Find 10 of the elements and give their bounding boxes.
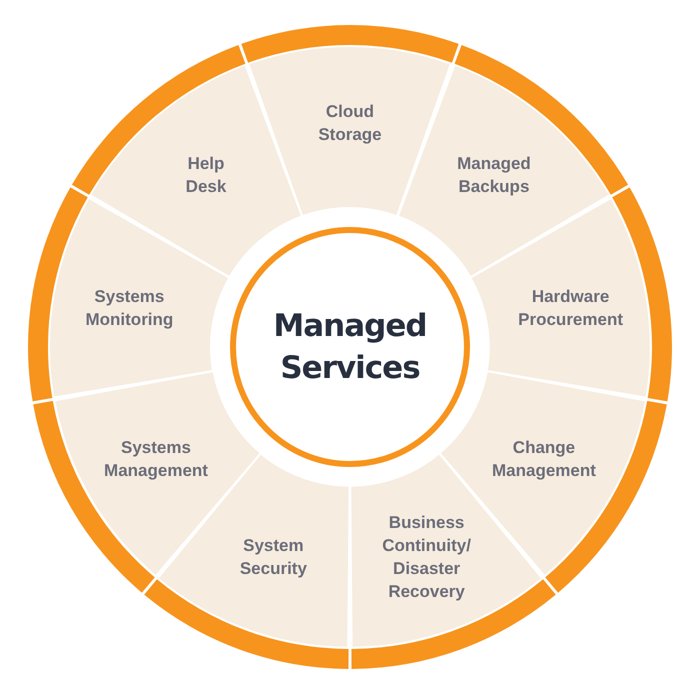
service-label: Change Management xyxy=(492,436,596,482)
service-label: Systems Management xyxy=(104,436,208,482)
service-label: Cloud Storage xyxy=(318,101,382,146)
service-label: System Security xyxy=(240,535,307,580)
service-label: Hardware Procurement xyxy=(518,286,624,332)
center-title: Managed Services xyxy=(273,307,427,388)
service-label: Managed Backups xyxy=(457,153,531,198)
service-label: Systems Monitoring xyxy=(86,286,174,332)
service-label: Business Continuity/ Disaster Recovery xyxy=(382,512,471,604)
service-label: Help Desk xyxy=(186,153,226,198)
